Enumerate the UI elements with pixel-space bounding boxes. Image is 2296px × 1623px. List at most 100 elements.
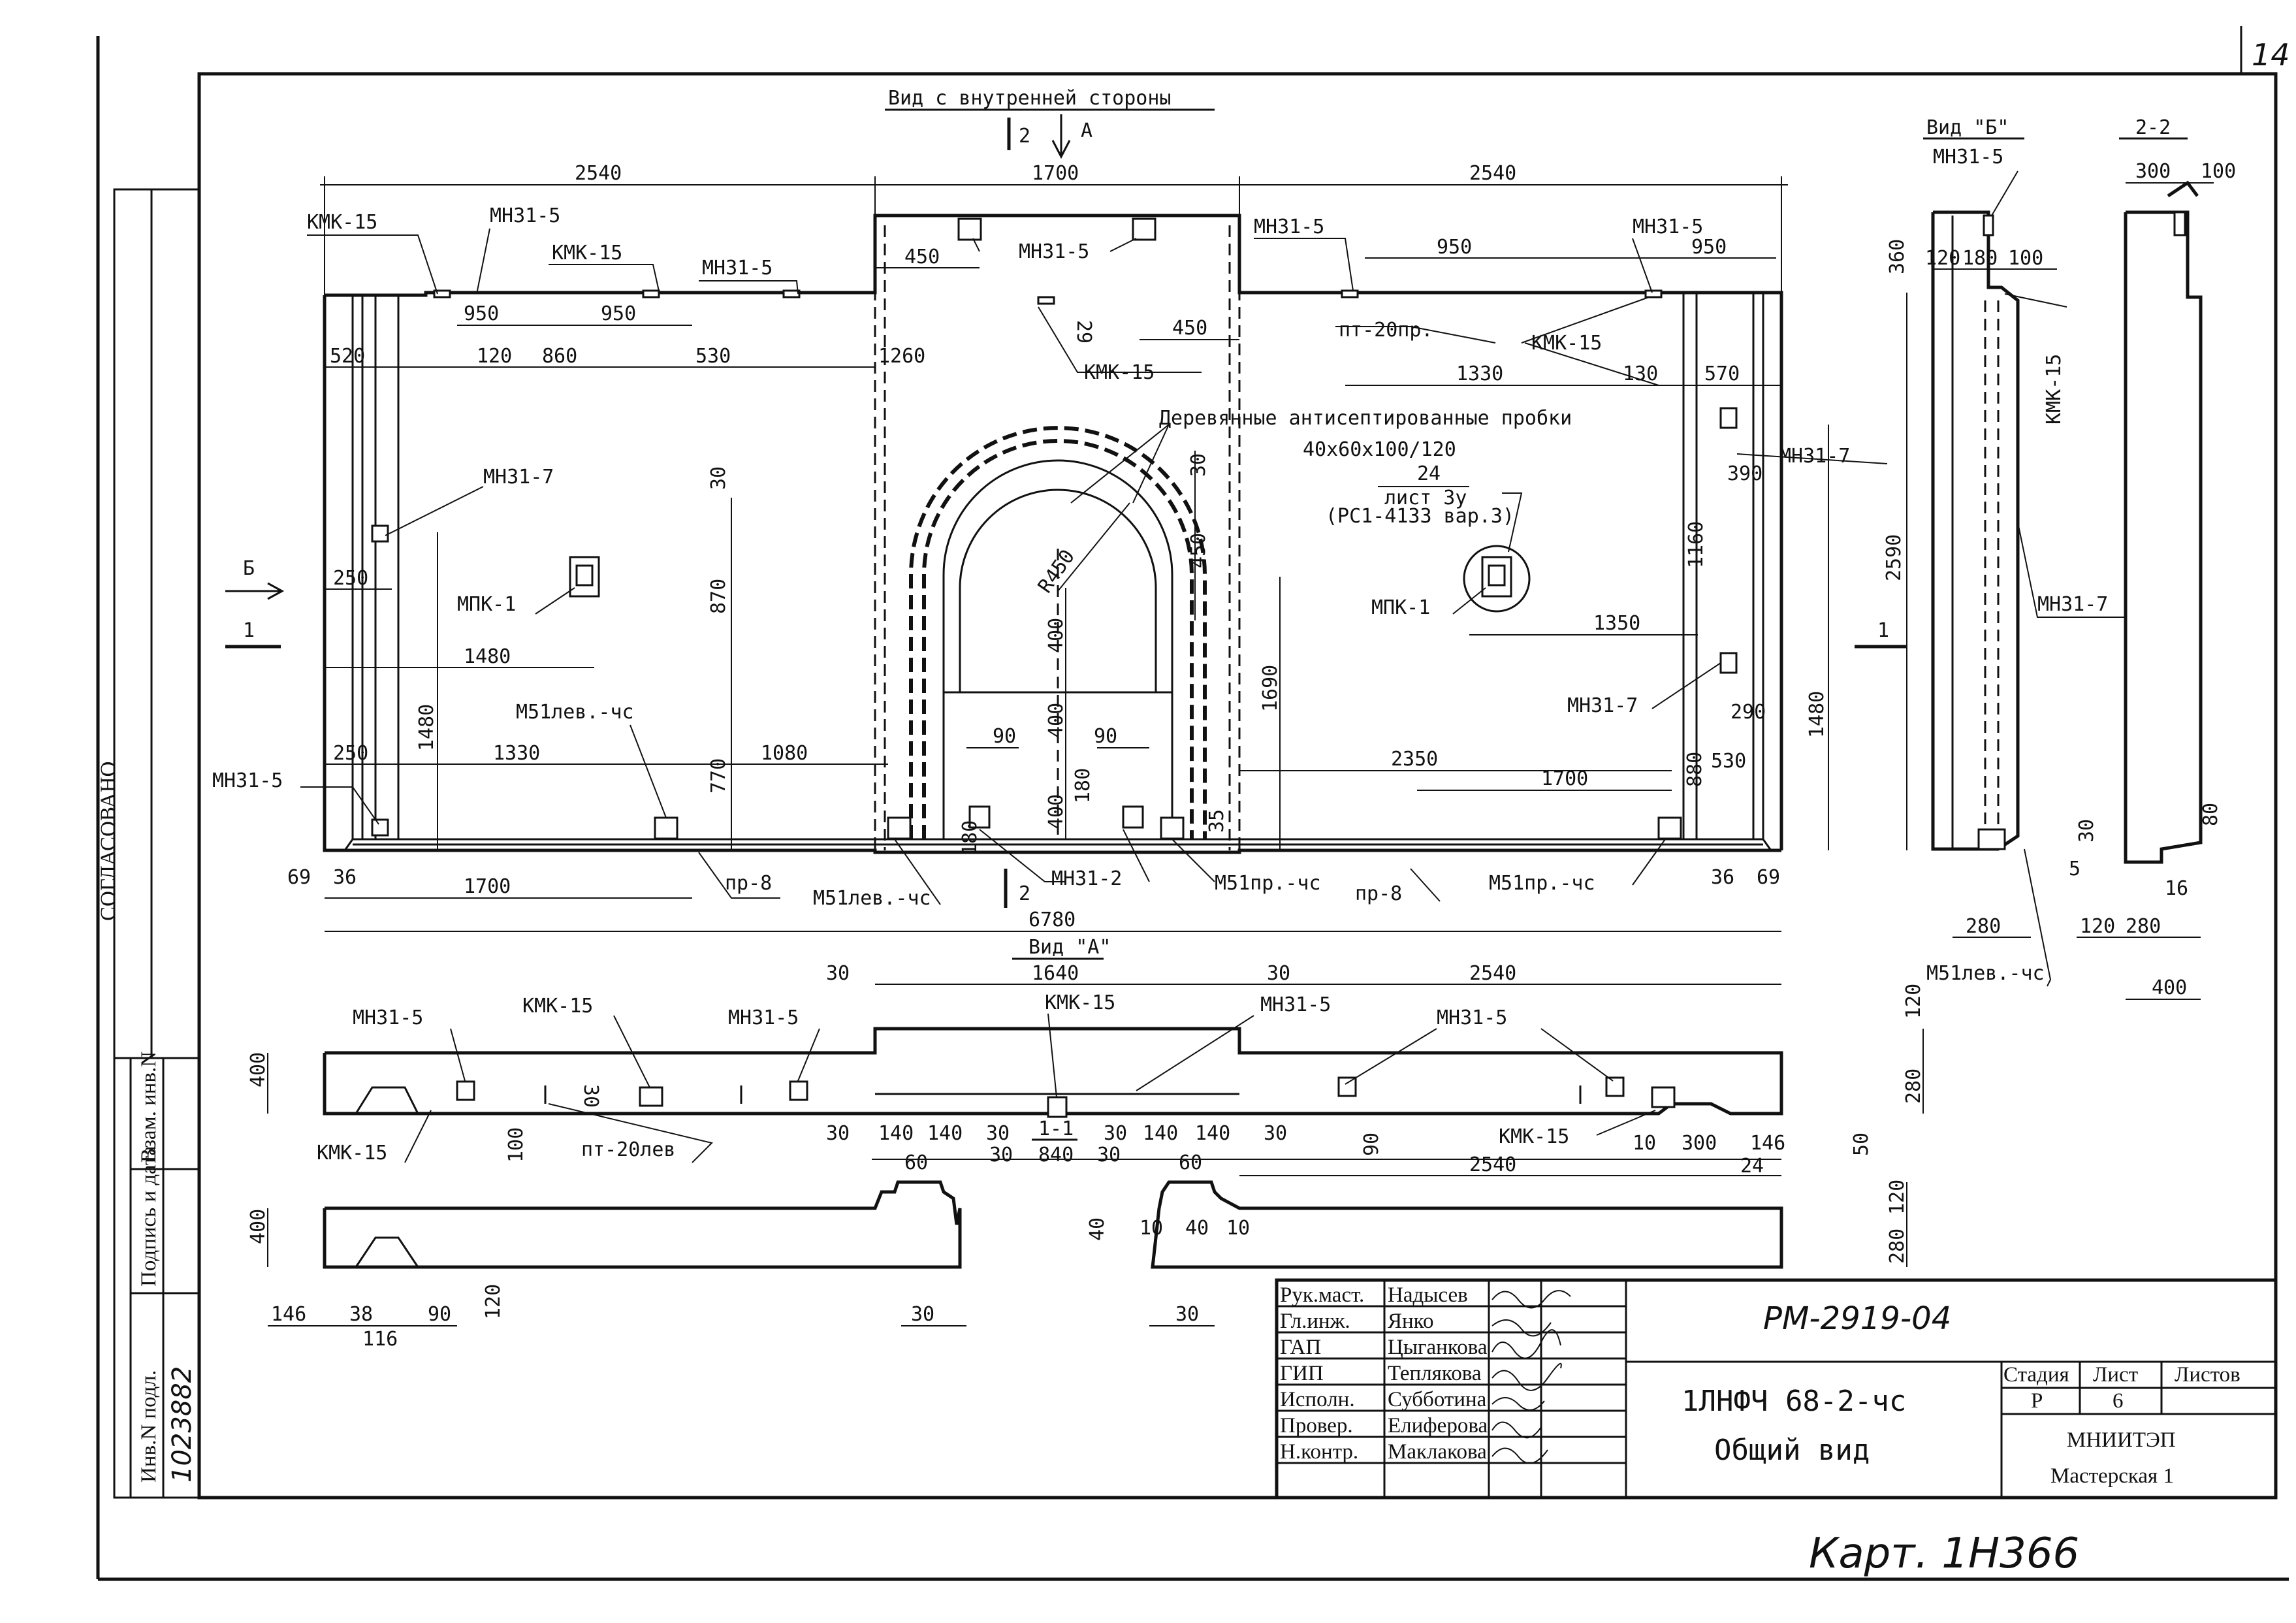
dim-top-1700: 1700	[1032, 162, 1079, 185]
s11-dim-120-b: 120	[482, 1284, 505, 1319]
title-block: Рук.маст. Гл.инж. ГАП ГИП Исполн. Провер…	[1275, 1278, 2278, 1500]
dim-90-b: 90	[1094, 725, 1117, 748]
dim-950-c: 950	[1437, 236, 1472, 259]
dim-total-6780: 6780	[1028, 908, 1076, 931]
dim-530-right: 530	[1711, 750, 1746, 773]
role-1: Гл.инж.	[1280, 1310, 1350, 1333]
label-kmk15-b: КМК-15	[552, 242, 622, 265]
dim-69-left: 69	[287, 866, 311, 889]
side-stamp: СОГЛАСОВАНО Взам. инв.N Подпись и дата И…	[97, 188, 200, 1499]
dim-870: 870	[707, 579, 730, 614]
va-dim-100: 100	[505, 1127, 528, 1163]
s11-dim-60-b: 60	[1179, 1151, 1202, 1174]
dim-1080: 1080	[761, 742, 808, 765]
dim-1350: 1350	[1593, 612, 1640, 635]
name-2: Цыганкова	[1388, 1336, 1488, 1359]
label-pr8-a: пр-8	[725, 872, 772, 895]
sheet-frame: 14	[96, 26, 2290, 1581]
va-dim-50: 50	[1850, 1133, 1873, 1156]
s11-dim-116: 116	[362, 1328, 398, 1351]
s11-dim-30-e: 30	[989, 1144, 1013, 1166]
va-kmk15-a: КМК-15	[522, 995, 593, 1018]
dim-30-left: 30	[707, 466, 730, 490]
s11-dim-400: 400	[247, 1209, 270, 1244]
inv-orig-label: Инв.N подл.	[137, 1370, 161, 1483]
arch-radius: R450	[1034, 545, 1079, 597]
s11-dim-60-a: 60	[904, 1151, 928, 1174]
name-1: Янко	[1388, 1310, 1434, 1333]
s11-dim-24: 24	[1740, 1155, 1764, 1178]
vb-dim-120: 120	[1925, 247, 1960, 270]
s11-dim-10-a: 10	[1633, 1132, 1656, 1155]
workshop-name: Мастерская 1	[2050, 1464, 2174, 1488]
product-code: 1ЛНФЧ 68-2-чс	[1682, 1385, 1906, 1418]
label-pt20pr: пт-20пр.	[1339, 319, 1433, 342]
sheet-value: 6	[2113, 1389, 2124, 1413]
dim-1690: 1690	[1259, 665, 1282, 712]
label-mn31-5-a: МН31-5	[490, 204, 560, 227]
label-mn31-7-b: МН31-7	[1779, 445, 1850, 468]
section-mark-1-right: 1	[1877, 619, 1889, 642]
sheet-corner-number: 14	[2252, 37, 2290, 72]
name-0: Надысев	[1388, 1283, 1468, 1307]
dim-450-right: 450	[1172, 317, 1207, 340]
dim-36-right: 36	[1711, 866, 1734, 889]
va-dim-30-c: 30	[579, 1084, 602, 1108]
s11-dim-30-a: 30	[826, 1122, 850, 1145]
dim-250-b: 250	[333, 742, 368, 765]
role-2: ГАП	[1280, 1336, 1321, 1359]
plugs-size: 40х60х100/120	[1303, 438, 1456, 461]
label-mn31-5-d: МН31-5	[1254, 216, 1324, 238]
va-dim-2540: 2540	[1469, 962, 1516, 985]
inner-view: Вид с внутренней стороны 2 А	[212, 87, 1909, 932]
label-mn31-2: МН31-2	[1051, 867, 1122, 890]
dim-120-a: 120	[477, 345, 512, 368]
label-pr8-b: пр-8	[1355, 882, 1402, 905]
dim-360: 360	[1886, 239, 1909, 274]
dim-250-a: 250	[333, 567, 368, 590]
va-mn31-5-b: МН31-5	[728, 1006, 799, 1029]
section-mark-2-bottom: 2	[1019, 882, 1030, 905]
dim-130: 130	[1623, 362, 1658, 385]
role-3: ГИП	[1280, 1362, 1324, 1385]
view-a-title: Вид "А"	[1028, 936, 1111, 959]
s11-dim-280: 280	[1886, 1229, 1909, 1264]
s11-dim-140-c: 140	[1143, 1122, 1178, 1145]
vb-dim-280: 280	[1966, 915, 2001, 938]
label-kmk15-d: КМК-15	[1531, 332, 1602, 355]
inv-number: 1023882	[167, 1366, 197, 1483]
role-0: Рук.маст.	[1280, 1283, 1364, 1307]
stage-header: Стадия	[2003, 1363, 2069, 1387]
dim-950-a: 950	[464, 302, 499, 325]
dim-880: 880	[1683, 752, 1706, 787]
s11-dim-90: 90	[428, 1303, 451, 1326]
dim-180-a: 180	[1072, 768, 1094, 803]
role-4: Исполн.	[1280, 1388, 1355, 1411]
va-kmk15-d: КМК-15	[1499, 1125, 1569, 1148]
s11-dim-140-a: 140	[878, 1122, 914, 1145]
dim-69-right: 69	[1757, 866, 1780, 889]
label-kmk15-c: КМК-15	[1084, 361, 1155, 384]
vb-m51lev: М51лев.-чс	[1926, 962, 2045, 985]
signatures	[1491, 1290, 1571, 1464]
ref-sheet: лист 3у	[1384, 487, 1467, 509]
dim-450-top: 450	[904, 246, 940, 268]
s11-dim-30-h: 30	[1175, 1303, 1199, 1326]
dim-36-left: 36	[333, 866, 357, 889]
label-mn31-5-e: МН31-5	[1633, 216, 1703, 238]
s11-dim-30-c: 30	[1104, 1122, 1127, 1145]
label-mpk1-b: МПК-1	[1371, 596, 1430, 619]
s22-dim-5: 5	[2069, 858, 2081, 880]
vb-dim-180: 180	[1962, 247, 1998, 270]
s11-dim-840: 840	[1038, 1144, 1074, 1166]
vb-mn31-5: МН31-5	[1933, 146, 2003, 169]
dim-290: 290	[1730, 701, 1766, 724]
stage-value: Р	[2031, 1389, 2043, 1413]
s11-dim-30-b: 30	[986, 1122, 1010, 1145]
dim-400-a: 400	[1045, 618, 1068, 653]
sheets-header: Листов	[2175, 1363, 2240, 1387]
dim-400-b: 400	[1045, 703, 1068, 738]
dim-2350: 2350	[1391, 748, 1438, 771]
section-mark-1-left: 1	[243, 619, 255, 642]
